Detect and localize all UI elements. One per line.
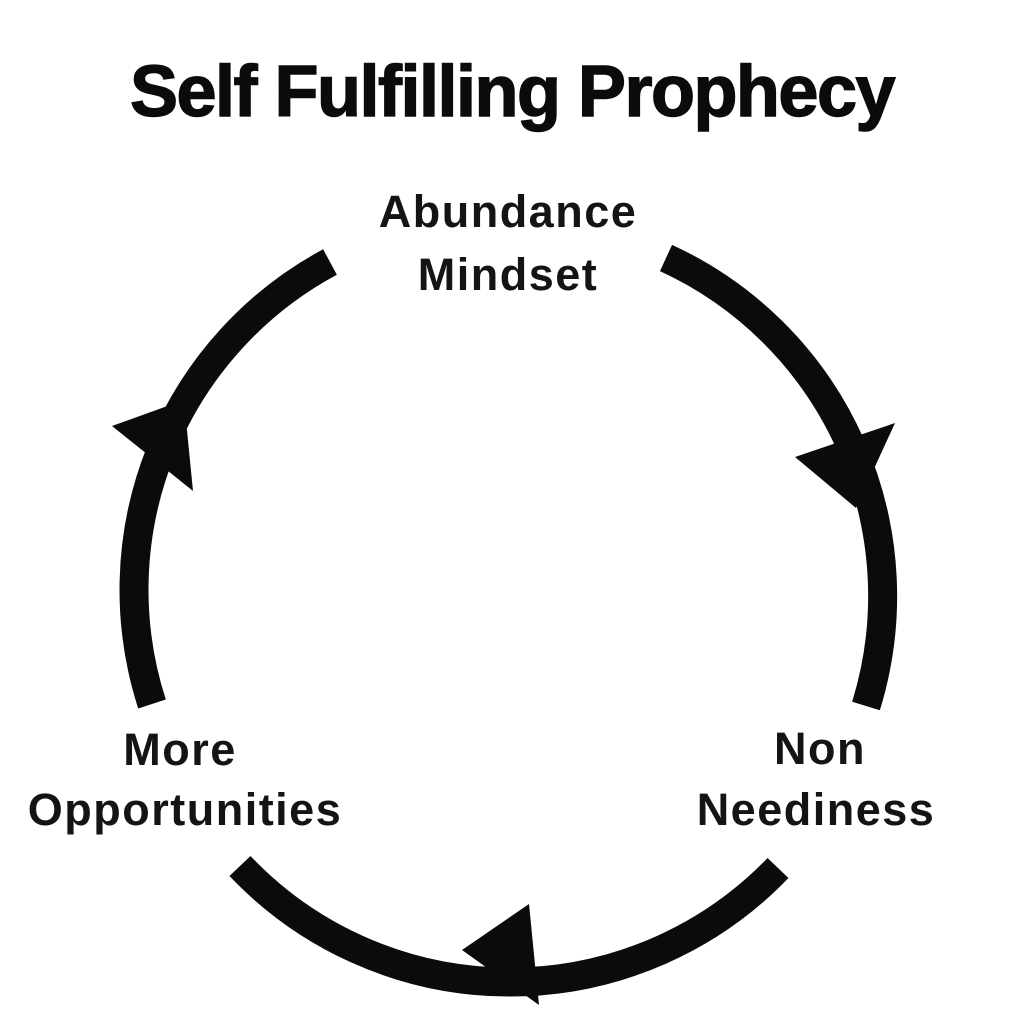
node-abundance-mindset-line-1: Abundance [378,186,638,237]
node-non-neediness-line-1: Non [774,723,866,774]
node-non-neediness-line-2: Neediness [696,784,936,835]
node-more-opportunities-line-1: More [123,724,237,775]
node-abundance-mindset-line-2: Mindset [417,249,599,300]
arrowhead-bottom-icon [462,904,539,1005]
node-more-opportunities-line-2: Opportunities [27,784,343,835]
arrowhead-left-icon [112,400,193,491]
arrowhead-right-icon [795,423,895,508]
cycle-arc-left [119,249,337,709]
diagram-title: Self Fulfilling Prophecy [129,52,896,132]
